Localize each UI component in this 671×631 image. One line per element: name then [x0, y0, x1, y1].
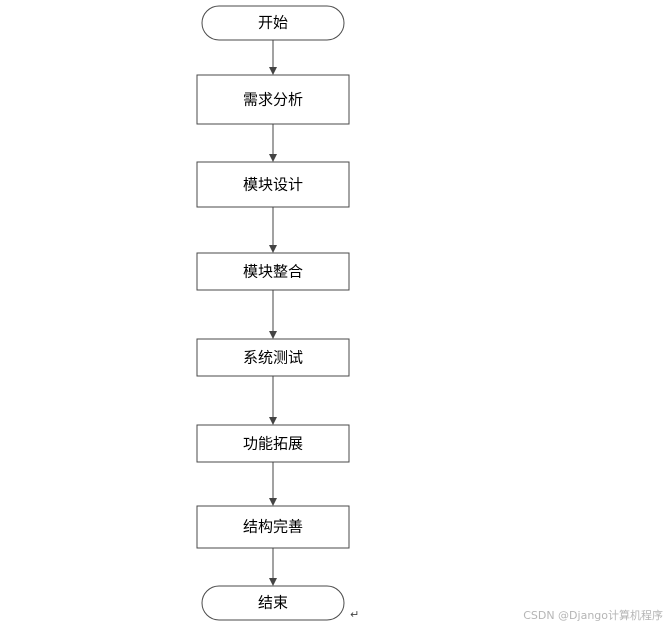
arrowhead [269, 417, 277, 425]
step-label: 需求分析 [243, 91, 303, 109]
step-label: 功能拓展 [243, 435, 303, 453]
paragraph-return-mark: ↵ [350, 608, 360, 621]
step-label: 结构完善 [243, 518, 303, 536]
start-node-label: 开始 [258, 14, 288, 32]
arrowhead [269, 498, 277, 506]
step-label: 模块整合 [243, 263, 303, 281]
step-label: 系统测试 [243, 349, 303, 367]
step-node-system-testing: 系统测试 [196, 338, 350, 377]
step-label: 模块设计 [243, 176, 303, 194]
connector-extension-to-refinement [269, 462, 277, 506]
connector-design-to-integration [269, 207, 277, 253]
arrowhead [269, 67, 277, 75]
step-node-feature-extension: 功能拓展 [196, 424, 350, 463]
step-node-module-integration: 模块整合 [196, 252, 350, 291]
connector-refinement-to-end [269, 548, 277, 586]
connector-requirements-to-design [269, 124, 277, 162]
watermark-text: CSDN @Django计算机程序 [523, 609, 663, 622]
step-box [196, 252, 350, 291]
start-node: 开始 [201, 5, 345, 41]
arrowhead [269, 154, 277, 162]
arrowhead [269, 331, 277, 339]
arrowhead [269, 578, 277, 586]
connector-testing-to-extension [269, 376, 277, 425]
step-node-requirements: 需求分析 [196, 74, 350, 125]
step-box [196, 74, 350, 125]
end-node: 结束 [201, 585, 345, 621]
end-node-label: 结束 [258, 594, 288, 612]
step-node-structure-refinement: 结构完善 [196, 505, 350, 549]
connector-start-to-requirements [269, 40, 277, 75]
step-node-module-design: 模块设计 [196, 161, 350, 208]
connector-integration-to-testing [269, 290, 277, 339]
arrowhead [269, 245, 277, 253]
